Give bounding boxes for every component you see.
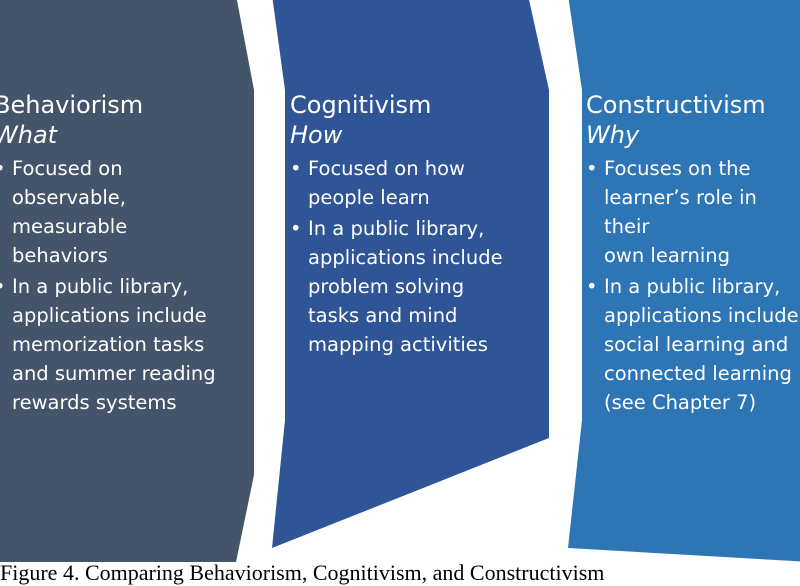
panel-title: Cognitivism	[290, 91, 432, 119]
bullet-item: Focused on how people learn	[290, 154, 546, 212]
bullet-item: Focuses on the learner’s role in their o…	[586, 154, 800, 270]
bullet-item: In a public library, applications includ…	[290, 214, 546, 359]
panel-subtitle: How	[290, 121, 343, 149]
bullet-item: Focused on observable, measurable behavi…	[0, 154, 256, 270]
panel-title: Constructivism	[586, 91, 766, 119]
cognitivism-panel: Cognitivism How Focused on how people le…	[290, 90, 546, 361]
behaviorism-panel: Behaviorism What Focused on observable, …	[0, 90, 256, 419]
panel-title: Behaviorism	[0, 91, 144, 119]
constructivism-panel: Constructivism Why Focuses on the learne…	[586, 90, 800, 419]
panel-subtitle: What	[0, 121, 58, 149]
bullet-item: In a public library, applications includ…	[586, 272, 800, 417]
figure-caption: Figure 4. Comparing Behaviorism, Cogniti…	[0, 560, 605, 585]
bullet-item: In a public library, applications includ…	[0, 272, 256, 417]
panel-subtitle: Why	[586, 121, 640, 149]
